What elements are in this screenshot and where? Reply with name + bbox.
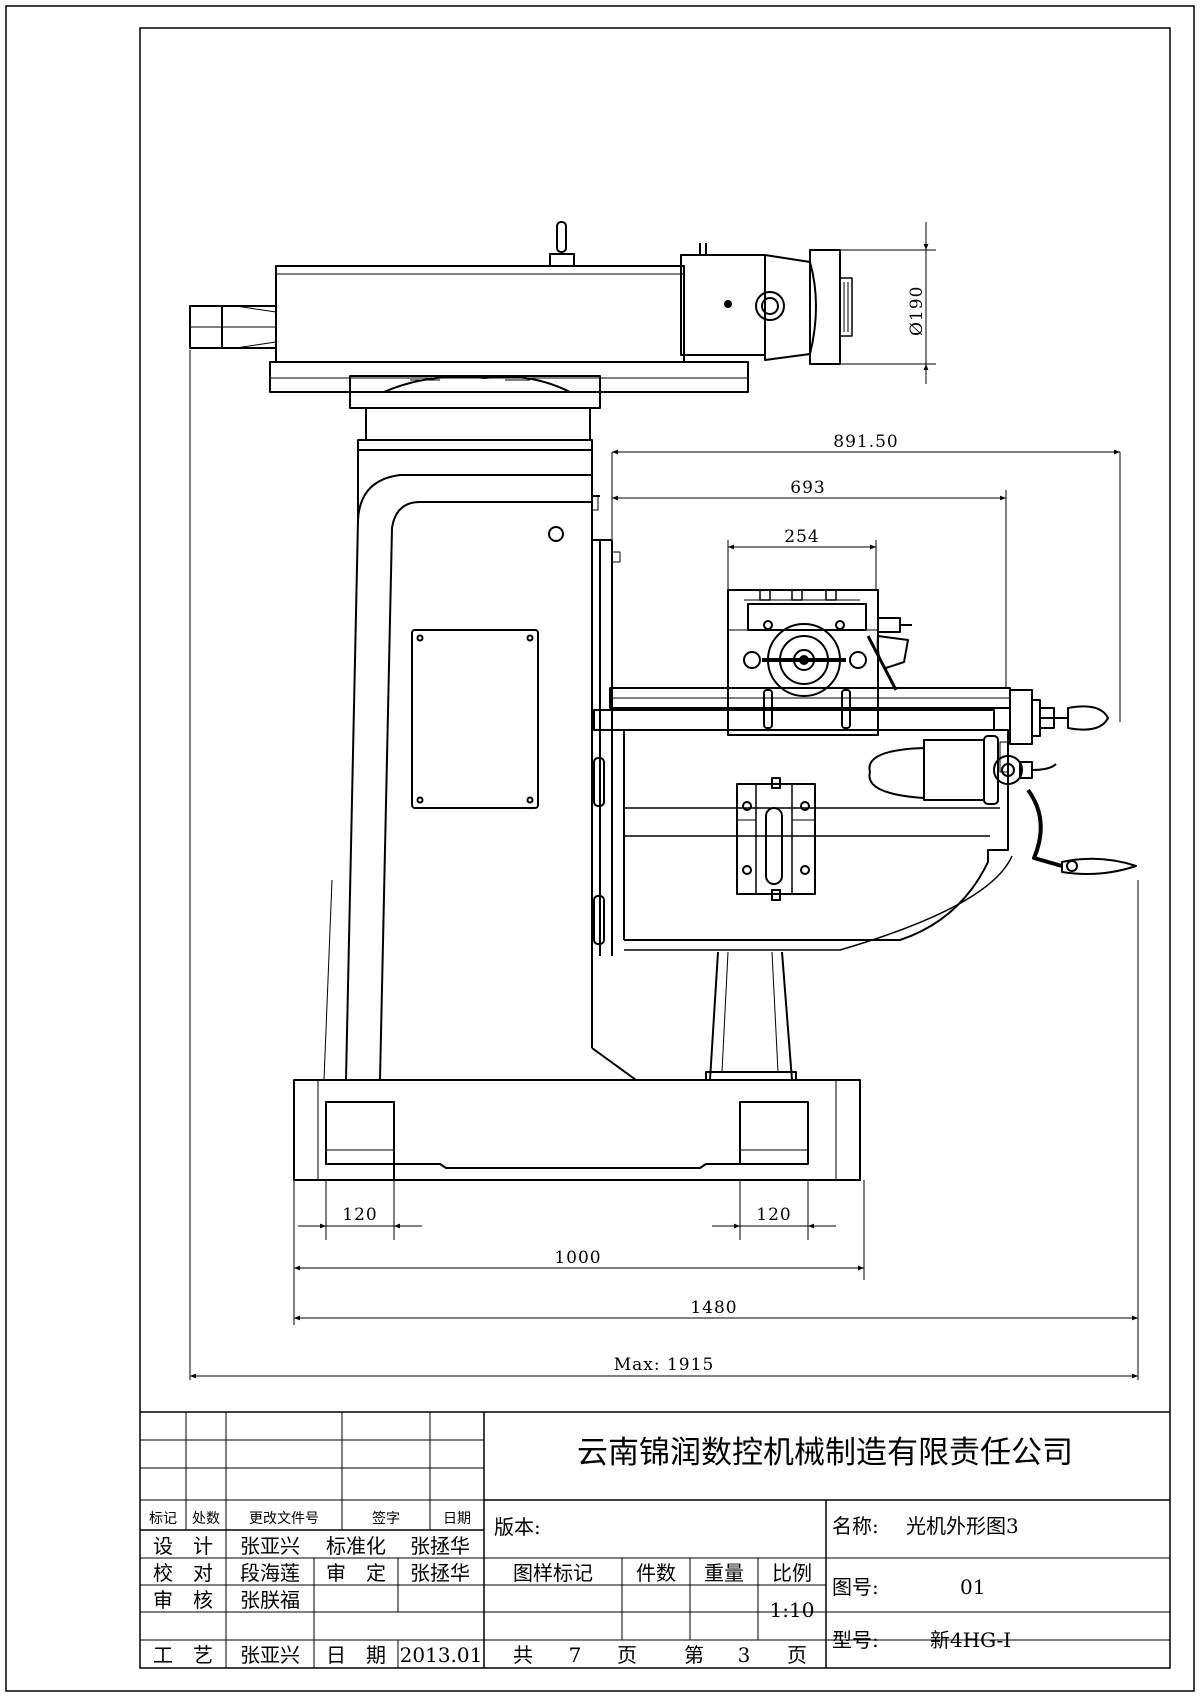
standard-label: 标准化 [326, 1534, 386, 1558]
drawing-no-label: 图号: [832, 1575, 879, 1599]
rev-header-sign: 签字 [372, 1510, 400, 1527]
quantity-label: 件数 [636, 1561, 676, 1585]
date-label: 日 期 [326, 1643, 386, 1667]
dim-max-1915: Max: 1915 [614, 1355, 715, 1375]
weight-label: 重量 [704, 1561, 744, 1585]
page-unit-2: 页 [787, 1643, 807, 1667]
scale-label: 比例 [772, 1561, 812, 1585]
outer-sheet-border [5, 5, 1195, 1692]
review-label: 审 核 [153, 1588, 213, 1612]
current-page: 3 [738, 1643, 751, 1667]
proof-name: 段海莲 [240, 1561, 300, 1585]
standard-name: 张拯华 [410, 1534, 470, 1558]
dimension-texts: Ø190 891.50 693 254 120 120 1000 1480 Ma… [342, 286, 927, 1375]
worktable [609, 589, 1109, 745]
page-unit: 页 [617, 1643, 637, 1667]
model-value: 新4HG-I [930, 1628, 1011, 1652]
dim-891: 891.50 [833, 432, 898, 452]
scale-value: 1:10 [770, 1598, 815, 1622]
knee [593, 709, 1013, 1081]
rev-header-doc: 更改文件号 [249, 1511, 319, 1527]
current-label: 第 [684, 1643, 704, 1667]
dim-spindle-diameter: Ø190 [907, 286, 927, 336]
rev-header-mark: 标记 [149, 1511, 177, 1527]
column [323, 450, 637, 1081]
saddle-clamp-box [736, 777, 816, 901]
model-label: 型号: [832, 1628, 879, 1652]
approve-label: 审 定 [326, 1561, 386, 1585]
craft-name: 张亚兴 [240, 1643, 300, 1667]
dim-693: 693 [790, 478, 825, 498]
dim-1000: 1000 [554, 1248, 601, 1268]
drawing-no-value: 01 [960, 1575, 985, 1599]
name-value: 光机外形图3 [906, 1514, 1019, 1538]
name-label: 名称: [832, 1514, 879, 1538]
knee-feed-assembly [868, 735, 1137, 875]
total-label: 共 [513, 1643, 533, 1667]
turret [349, 375, 601, 451]
approve-name: 张拯华 [410, 1561, 470, 1585]
rev-header-date: 日期 [443, 1511, 471, 1527]
craft-label: 工 艺 [153, 1643, 213, 1667]
dim-254: 254 [784, 527, 819, 547]
total-pages: 7 [569, 1643, 582, 1667]
sample-mark-label: 图样标记 [513, 1561, 593, 1585]
dimension-lines [189, 222, 1139, 1380]
title-block [140, 1411, 1170, 1668]
proof-label: 校 对 [153, 1561, 213, 1585]
milling-machine-drawing [189, 221, 1137, 1181]
dim-foot-right: 120 [756, 1205, 791, 1225]
design-label: 设 计 [153, 1534, 213, 1558]
review-name: 张朕福 [240, 1588, 300, 1612]
rev-header-count: 处数 [192, 1511, 220, 1527]
base [293, 1079, 861, 1181]
ram-overarm [189, 221, 853, 393]
dim-1480: 1480 [690, 1298, 737, 1318]
version-label: 版本: [494, 1515, 541, 1539]
dim-foot-left: 120 [342, 1205, 377, 1225]
inner-drawing-frame [139, 27, 1171, 1669]
date-value: 2013.01 [400, 1643, 483, 1667]
title-block-texts: 云南锦润数控机械制造有限责任公司 标记 处数 更改文件号 签字 日期 设 计 张… [149, 1435, 1073, 1667]
design-name: 张亚兴 [240, 1534, 300, 1558]
company-name: 云南锦润数控机械制造有限责任公司 [577, 1435, 1073, 1471]
